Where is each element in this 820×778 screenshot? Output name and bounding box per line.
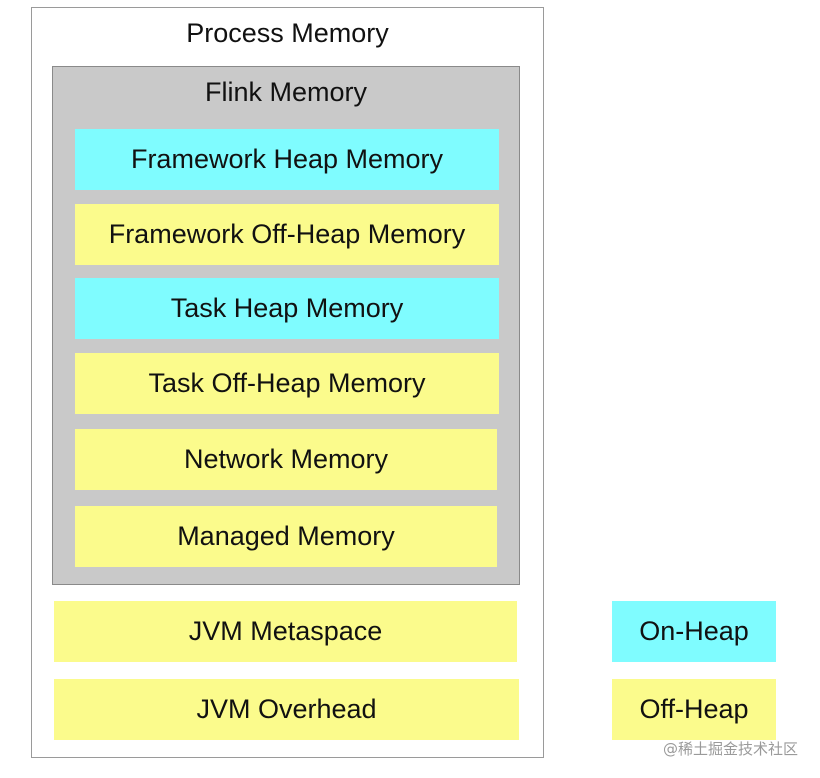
flink-memory-title: Flink Memory (204, 77, 367, 107)
jvm-metaspace-block: JVM Metaspace (54, 601, 517, 662)
task-heap-memory-block: Task Heap Memory (75, 278, 499, 339)
jvm-overhead-block: JVM Overhead (54, 679, 519, 740)
legend-off-heap: Off-Heap (612, 679, 776, 740)
watermark: @稀土掘金技术社区 (662, 740, 798, 758)
framework-heap-memory-block: Framework Heap Memory (75, 129, 499, 190)
framework-off-heap-memory-block: Framework Off-Heap Memory (75, 204, 499, 265)
legend-on-heap: On-Heap (612, 601, 776, 662)
network-memory-block: Network Memory (75, 429, 497, 490)
process-memory-title: Process Memory (186, 18, 389, 48)
task-off-heap-memory-block: Task Off-Heap Memory (75, 353, 499, 414)
managed-memory-block: Managed Memory (75, 506, 497, 567)
